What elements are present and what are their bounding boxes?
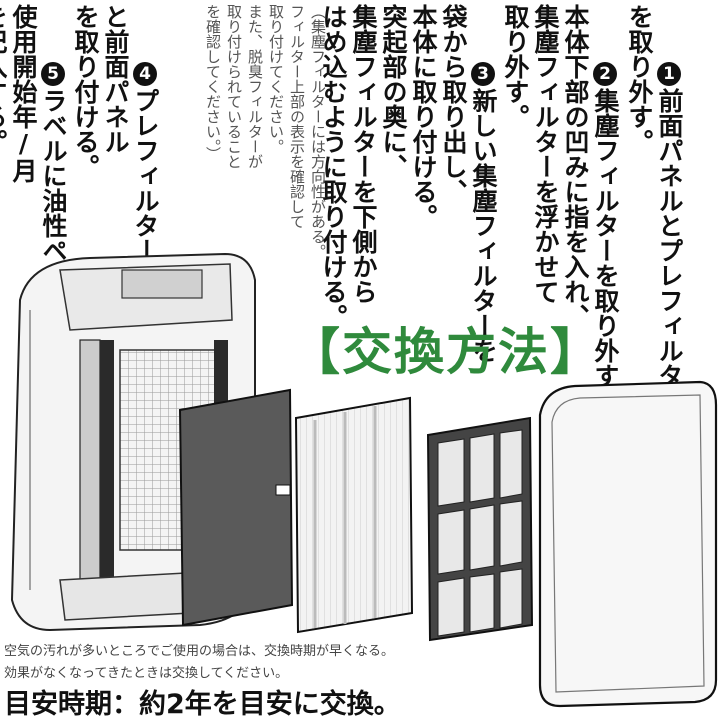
exchange-method-heading: 【交換方法】 <box>290 323 602 381</box>
step-2-number: 2 <box>593 62 617 86</box>
caution-note: （集塵フィルターには方向性がある。 フィルター上部の表示を確認して 取り付けてく… <box>204 4 327 259</box>
step-4-number: 4 <box>133 62 157 86</box>
note-line-2: 効果がなくなってきたときは交換してください。 <box>4 666 289 681</box>
replacement-interval: 目安時期：約2年を目安に交換。 <box>4 689 401 720</box>
step-3: 3新しい集塵フィルターを 袋から取り出し、 本体に取り付ける。 突起部の奥に、 … <box>318 4 528 363</box>
dust-filter <box>178 388 294 627</box>
step-4-text: プレフィルター と前面パネル を取り付ける。 <box>71 4 160 263</box>
front-panel <box>538 380 718 708</box>
step-1-text: 前面パネルとプレフィルター を取り外す。 <box>625 4 684 413</box>
note-line-1: 空気の汚れが多いところでご使用の場合は、交換時期が早くなる。 <box>4 644 395 659</box>
step-4: 4プレフィルター と前面パネル を取り付ける。 <box>70 4 190 263</box>
step-1: 1前面パネルとプレフィルター を取り外す。 <box>624 4 714 413</box>
step-2: 2集塵フィルターを取り外す。 本体下部の凹みに指を入れ、 集塵フィルターを浮かせ… <box>500 4 650 413</box>
step-3-number: 3 <box>471 62 495 86</box>
step-5-number: 5 <box>41 62 65 86</box>
deodorizing-filter <box>294 396 414 634</box>
filter-exchange-illustration <box>10 252 718 708</box>
step-2-text: 集塵フィルターを取り外す。 本体下部の凹みに指を入れ、 集塵フィルターを浮かせて… <box>501 4 620 413</box>
step-1-number: 1 <box>657 62 681 86</box>
step-3-text: 新しい集塵フィルターを 袋から取り出し、 本体に取り付ける。 突起部の奥に、 集… <box>319 4 498 363</box>
pre-filter <box>426 416 534 642</box>
